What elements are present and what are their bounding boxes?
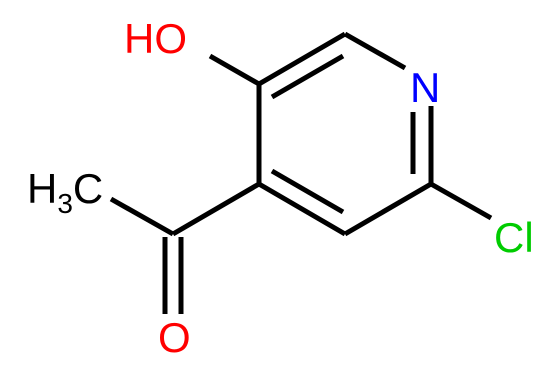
methyl-label: H3C	[27, 165, 103, 219]
oxygen-label: O	[158, 314, 191, 361]
bond-c5-c6	[257, 31, 347, 87]
bond-c3-c4	[257, 181, 347, 237]
bond-c5-oh	[208, 53, 261, 87]
bond-c5-c6-inner	[270, 53, 345, 100]
methyl-c: C	[73, 165, 103, 212]
bond-c3-c4-inner	[270, 168, 345, 215]
hydroxyl-label: HO	[124, 15, 187, 62]
methyl-h: H	[27, 165, 57, 212]
atom-labels: HO N Cl H3C O	[27, 15, 534, 361]
bonds	[109, 31, 493, 314]
bond-c4-cacyl	[171, 181, 261, 237]
methyl-subscript: 3	[57, 188, 73, 219]
nitrogen-label: N	[410, 64, 440, 111]
chlorine-label: Cl	[494, 214, 534, 261]
bond-c2-cl	[429, 181, 493, 221]
bond-cacyl-ch3	[109, 196, 175, 237]
bond-c6-n	[343, 31, 407, 71]
bond-c2-c3	[343, 181, 433, 237]
